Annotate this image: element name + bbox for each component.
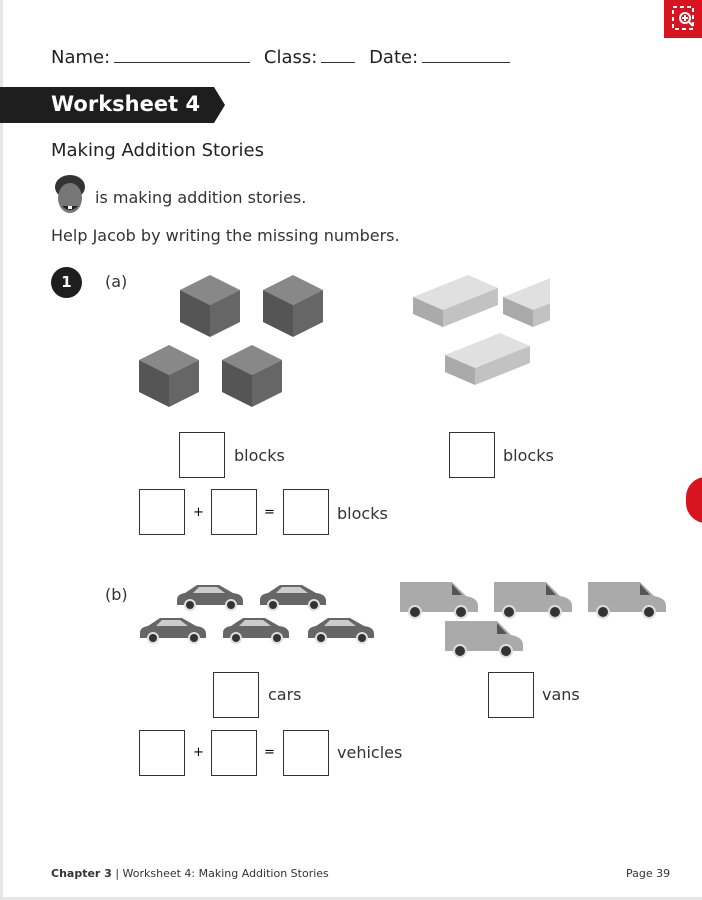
class-field[interactable] bbox=[321, 61, 356, 63]
car bbox=[139, 617, 207, 644]
class-label: Class: bbox=[263, 47, 318, 68]
date-label: Date: bbox=[369, 47, 419, 68]
cube bbox=[222, 345, 282, 407]
instruction-text: Help Jacob by writing the missing number… bbox=[51, 226, 400, 245]
answer-box-b5[interactable] bbox=[283, 730, 329, 776]
jacob-avatar bbox=[55, 175, 85, 213]
chapter-label: Chapter 3 bbox=[51, 867, 112, 880]
van bbox=[493, 581, 573, 619]
unit-label: blocks bbox=[337, 504, 388, 523]
page-bottom-edge bbox=[0, 897, 702, 900]
unit-label: vans bbox=[542, 685, 580, 704]
flat-block bbox=[445, 333, 530, 385]
car bbox=[259, 584, 327, 611]
van bbox=[399, 581, 479, 619]
flat-block bbox=[503, 275, 550, 327]
zoom-in-icon bbox=[672, 6, 694, 30]
answer-box-b2[interactable] bbox=[488, 672, 534, 718]
answer-box-a4[interactable] bbox=[211, 489, 257, 535]
footer-chapter: Chapter 3 | Worksheet 4: Making Addition… bbox=[51, 867, 329, 880]
name-field[interactable] bbox=[114, 61, 251, 63]
part-b-label: (b) bbox=[105, 585, 128, 604]
car bbox=[307, 617, 375, 644]
answer-box-a3[interactable] bbox=[139, 489, 185, 535]
answer-box-b4[interactable] bbox=[211, 730, 257, 776]
equals-sign: = bbox=[264, 745, 275, 760]
car bbox=[222, 617, 290, 644]
unit-label: blocks bbox=[234, 446, 285, 465]
blocks-illustration bbox=[139, 275, 550, 407]
date-field[interactable] bbox=[422, 61, 511, 63]
page-left-edge bbox=[0, 0, 3, 900]
plus-sign: + bbox=[193, 745, 204, 760]
car bbox=[176, 584, 244, 611]
answer-box-a5[interactable] bbox=[283, 489, 329, 535]
cube bbox=[263, 275, 323, 337]
answer-box-b1[interactable] bbox=[213, 672, 259, 718]
cube bbox=[139, 345, 199, 407]
answer-box-a2[interactable] bbox=[449, 432, 495, 478]
part-a-label: (a) bbox=[105, 272, 128, 291]
student-info-header: Name: Class: Date: bbox=[51, 47, 518, 68]
answer-box-a1[interactable] bbox=[179, 432, 225, 478]
answer-box-b3[interactable] bbox=[139, 730, 185, 776]
question-number: 1 bbox=[51, 267, 82, 298]
equals-sign: = bbox=[264, 505, 275, 520]
flat-block bbox=[413, 275, 498, 327]
side-tab[interactable] bbox=[686, 477, 702, 523]
page-number: Page 39 bbox=[626, 867, 671, 880]
section-title: Making Addition Stories bbox=[51, 140, 264, 161]
van bbox=[444, 620, 524, 658]
footer-title: Worksheet 4: Making Addition Stories bbox=[122, 867, 329, 880]
worksheet-title: Worksheet 4 bbox=[51, 92, 201, 116]
van bbox=[587, 581, 667, 619]
worksheet-banner: Worksheet 4 bbox=[0, 87, 225, 123]
cube bbox=[180, 275, 240, 337]
plus-sign: + bbox=[193, 505, 204, 520]
zoom-button[interactable] bbox=[664, 0, 702, 38]
unit-label: blocks bbox=[503, 446, 554, 465]
intro-text: is making addition stories. bbox=[95, 188, 307, 207]
vehicles-illustration bbox=[139, 581, 667, 658]
unit-label: cars bbox=[268, 685, 302, 704]
name-label: Name: bbox=[51, 47, 111, 68]
unit-label: vehicles bbox=[337, 743, 403, 762]
